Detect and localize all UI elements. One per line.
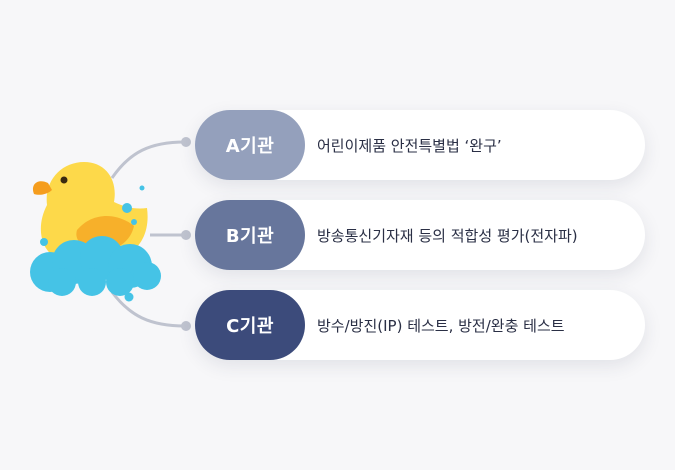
connector-a-dot bbox=[181, 137, 191, 147]
row-c-text: 방수/방진(IP) 테스트, 방전/완충 테스트 bbox=[317, 316, 565, 335]
tag-b-label: B기관 bbox=[195, 200, 305, 270]
row-b: B기관 방송통신기자재 등의 적합성 평가(전자파) bbox=[195, 200, 645, 270]
connector-a bbox=[110, 140, 186, 179]
row-a: A기관 어린이제품 안전특별법 ‘완구’ bbox=[195, 110, 645, 180]
row-a-text: 어린이제품 안전특별법 ‘완구’ bbox=[317, 136, 502, 155]
connector-c bbox=[110, 291, 186, 328]
tag-c-label: C기관 bbox=[195, 290, 305, 360]
connector-b-dot bbox=[181, 230, 191, 240]
row-c: C기관 방수/방진(IP) 테스트, 방전/완충 테스트 bbox=[195, 290, 645, 360]
rubber-duck-icon bbox=[30, 162, 161, 302]
connector-c-dot bbox=[181, 321, 191, 331]
row-b-text: 방송통신기자재 등의 적합성 평가(전자파) bbox=[317, 226, 578, 245]
tag-a-label: A기관 bbox=[195, 110, 305, 180]
